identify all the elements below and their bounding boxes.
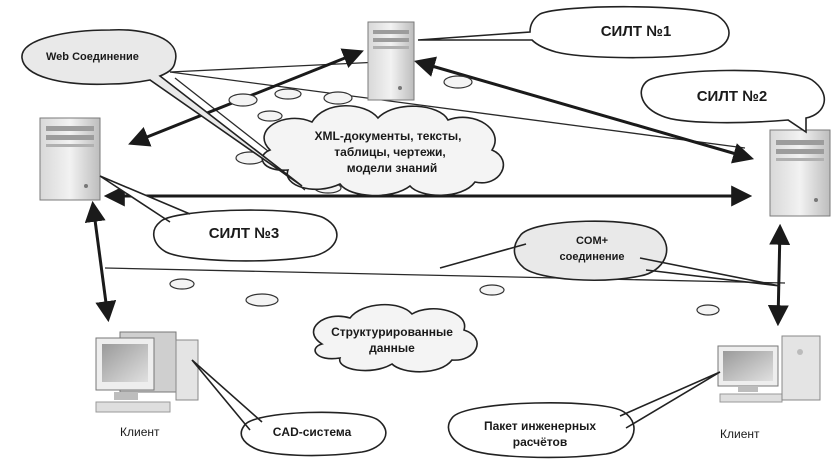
structured-data-line1: Структурированные [331,325,453,339]
client-left-label: Клиент [120,425,160,439]
com-label-line2: соединение [560,251,625,263]
client-right-computer-icon [717,335,821,403]
com-connection-callout [439,220,781,287]
client-right-label: Клиент [720,427,760,441]
arrow-silt3-client [84,200,117,323]
web-connection-callout [21,28,303,187]
data-bubbles [169,75,720,316]
arrow-silt1-silt2 [413,56,755,164]
server-silt3-icon [39,117,101,201]
arrow-silt2-client [767,223,791,327]
documents-cloud-line1: XML-документы, тексты, [315,129,462,143]
documents-cloud-line3: модели знаний [347,161,437,175]
com-link [104,267,786,284]
documents-cloud-line2: таблицы, чертежи, [334,145,445,159]
client-left-computer-icon [95,331,199,413]
silt2-callout [640,69,826,134]
calc-package-line1: Пакет инженерных [484,419,596,433]
web-link-to-silt1 [169,61,381,73]
server-silt1-icon [367,21,415,101]
structured-data-line2: данные [369,341,415,355]
documents-cloud [261,104,504,197]
server-silt2-icon [769,129,831,217]
silt1-callout [417,5,730,59]
silt2-label: СИЛТ №2 [697,88,768,105]
calc-package-line2: расчётов [513,435,567,449]
silt3-callout [99,175,338,262]
com-label-line1: COM+ [576,235,608,247]
cad-label: CAD-система [273,425,352,439]
silt1-label: СИЛТ №1 [601,23,672,40]
cad-callout [191,359,387,457]
calc-package-callout [447,371,721,459]
structured-data-cloud [312,303,478,373]
silt3-label: СИЛТ №3 [209,225,280,242]
web-connection-label: Web Соединение [46,51,139,63]
